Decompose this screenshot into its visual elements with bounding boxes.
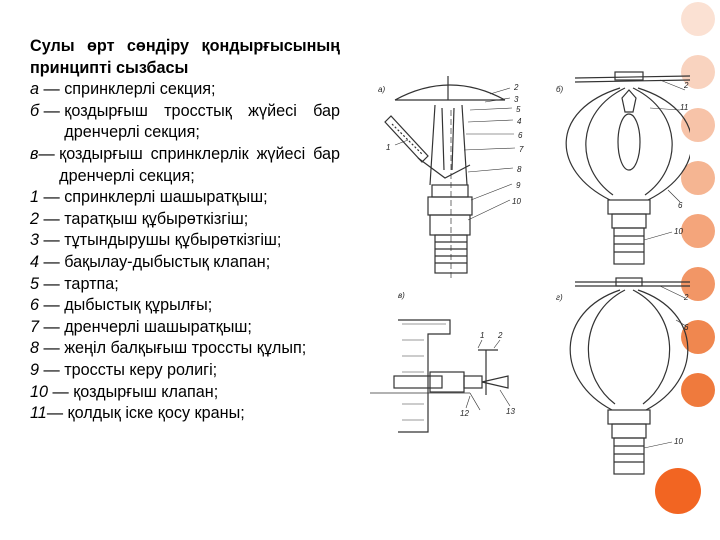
legend-description: жеңіл балқығыш тросcты құлып; — [64, 339, 307, 358]
legend-key: 3 — [30, 231, 40, 250]
decorative-dot — [681, 108, 715, 142]
legend-key: в — [30, 144, 39, 163]
callout-a-7: 7 — [519, 145, 524, 154]
legend-key: б — [30, 101, 40, 120]
legend-key: 9 — [30, 360, 40, 379]
legend-key: 8 — [30, 339, 40, 358]
callout-a-5: 5 — [516, 105, 521, 114]
decorative-dot — [681, 55, 715, 89]
legend-item: 1 — спринклерлі шашыратқыш; — [30, 187, 340, 209]
callout-g-6: 6 — [684, 323, 689, 332]
legend-description: тросcты керу ролигі; — [64, 360, 218, 379]
legend-key: 6 — [30, 296, 40, 315]
decorative-dot-accent — [655, 468, 701, 514]
legend-key: 7 — [30, 317, 40, 336]
legend-separator: — — [39, 339, 65, 358]
legend-description: қоздырғыш спринклерлік жүйесі бар дренче… — [59, 144, 340, 185]
callout-v-1: 1 — [480, 331, 484, 340]
decorative-dot — [681, 267, 715, 301]
panel-b-drencher-section: б) — [556, 71, 693, 265]
legend-list: а — спринклерлі секция;б — қоздырғыш тро… — [30, 79, 340, 425]
legend-item: а — спринклерлі секция; — [30, 79, 340, 101]
callout-g-2: 2 — [683, 293, 689, 302]
legend-separator: — — [39, 231, 65, 250]
legend-description: таратқыш құбырөткізгіш; — [64, 209, 249, 228]
decorative-dot — [681, 2, 715, 36]
legend-description: дыбыстық құрылғы; — [64, 296, 213, 315]
legend-description: бақылау-дыбыстық клапан; — [64, 252, 271, 271]
legend-separator: — — [39, 101, 65, 120]
callout-a-8: 8 — [517, 165, 522, 174]
decorative-dot — [681, 161, 715, 195]
legend-key: 10 — [30, 382, 49, 401]
legend-separator: — — [38, 144, 60, 163]
legend-description: қолдық іске қосу краны; — [67, 404, 245, 423]
legend-item: 8 — жеңіл балқығыш тросcты құлып; — [30, 338, 340, 360]
decorative-dot — [681, 214, 715, 248]
legend-description: спринклерлі секция; — [64, 80, 216, 99]
legend-item: 10 — қоздырғыш клапан; — [30, 382, 340, 404]
callout-a-2: 2 — [513, 83, 519, 92]
legend-item: 6 — дыбыстық құрылғы; — [30, 295, 340, 317]
callout-a-1: 1 — [386, 143, 390, 152]
panel-v-drencher-sprinkler-section: в) 1 2 12 13 — [370, 291, 515, 433]
legend-item: в— қоздырғыш спринклерлік жүйесі бар дре… — [30, 144, 340, 187]
legend-description: тұтындырушы құбырөткізгіш; — [64, 231, 282, 250]
legend-key: 4 — [30, 252, 40, 271]
legend-key: а — [30, 80, 40, 99]
callout-a-10: 10 — [512, 197, 521, 206]
legend-description: тартпа; — [64, 274, 119, 293]
legend-separator: — — [46, 404, 68, 423]
legend-item: 5 — тартпа; — [30, 274, 340, 296]
legend-separator: — — [39, 80, 65, 99]
callout-b-10: 10 — [674, 227, 683, 236]
callout-v-2: 2 — [497, 331, 503, 340]
legend-item: 2 — таратқыш құбырөткізгіш; — [30, 209, 340, 231]
callout-b-2: 2 — [683, 81, 689, 90]
legend-key: 2 — [30, 209, 40, 228]
panel-label-v: в) — [398, 291, 405, 300]
legend-separator: — — [39, 188, 65, 207]
panel-label-g: г) — [556, 293, 563, 302]
legend-description: спринклерлі шашыратқыш; — [64, 188, 268, 207]
callout-b-11: 11 — [680, 103, 688, 112]
callout-a-6: 6 — [518, 131, 523, 140]
decorative-dot — [681, 373, 715, 407]
legend-item: 3 — тұтындырушы құбырөткізгіш; — [30, 230, 340, 252]
legend-separator: — — [39, 296, 65, 315]
legend-separator: — — [39, 274, 65, 293]
legend-key: 1 — [30, 188, 40, 207]
sprinkler-diagram: а) — [350, 50, 693, 510]
callout-v-12: 12 — [460, 409, 469, 418]
callout-v-13: 13 — [506, 407, 515, 416]
panel-label-b: б) — [556, 85, 564, 94]
legend-item: 11— қолдық іске қосу краны; — [30, 403, 340, 425]
legend-separator: — — [39, 252, 65, 271]
decorative-dots-column — [655, 0, 715, 540]
panel-label-a: а) — [378, 85, 385, 94]
callout-a-3: 3 — [514, 95, 519, 104]
legend-separator: — — [39, 317, 65, 336]
legend-description: қоздырғыш тросстық жүйесі бар дренчерлі … — [64, 101, 340, 142]
callout-a-9: 9 — [516, 181, 521, 190]
legend-item: 9 — тросcты керу ролигі; — [30, 360, 340, 382]
legend-key: 11 — [30, 404, 47, 423]
panel-a-sprinkler-section: а) — [378, 76, 524, 278]
legend-text-block: Сулы өрт сөндіру қондырғысының принципті… — [30, 36, 340, 425]
legend-item: 4 — бақылау-дыбыстық клапан; — [30, 252, 340, 274]
legend-key: 5 — [30, 274, 40, 293]
slide-title: Сулы өрт сөндіру қондырғысының принципті… — [30, 37, 340, 77]
callout-g-10: 10 — [674, 437, 683, 446]
legend-separator: — — [39, 209, 65, 228]
legend-item: б — қоздырғыш тросстық жүйесі бар дренче… — [30, 101, 340, 144]
panel-g-drencher-sprinkler: г) 2 6 10 — [556, 277, 690, 475]
legend-item: 7 — дренчерлі шашыратқыш; — [30, 317, 340, 339]
callout-a-4: 4 — [517, 117, 522, 126]
legend-description: қоздырғыш клапан; — [73, 382, 219, 401]
legend-description: дренчерлі шашыратқыш; — [64, 317, 252, 336]
legend-separator: — — [48, 382, 74, 401]
callout-b-6: 6 — [678, 201, 683, 210]
legend-separator: — — [39, 360, 65, 379]
